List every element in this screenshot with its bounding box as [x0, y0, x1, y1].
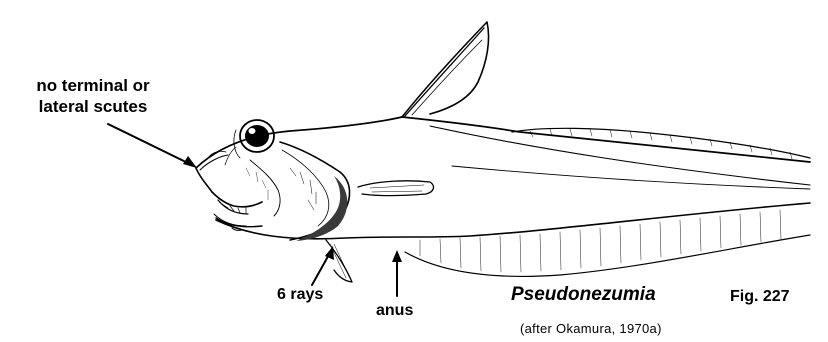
- anal-fin: [405, 210, 810, 276]
- label-no-scutes-line2: lateral scutes: [8, 96, 178, 117]
- figure-source: (after Okamura, 1970a): [520, 318, 662, 339]
- figure-number: Fig. 227: [730, 286, 790, 307]
- genus-name: Pseudonezumia: [511, 284, 656, 305]
- first-dorsal-fin: [402, 22, 489, 117]
- fish-head: [196, 120, 350, 241]
- pectoral-fin: [358, 181, 433, 196]
- label-no-scutes: no terminal or lateral scutes: [8, 75, 178, 117]
- body-outline: [196, 117, 810, 239]
- arrow-anus: [392, 250, 402, 296]
- arrow-rays: [312, 246, 334, 285]
- pelvic-fin: [326, 240, 352, 282]
- label-6-rays: 6 rays: [277, 284, 323, 305]
- label-anus: anus: [376, 300, 413, 321]
- second-dorsal-fin: [512, 128, 810, 159]
- label-no-scutes-line1: no terminal or: [8, 75, 178, 96]
- arrow-scutes: [108, 124, 197, 168]
